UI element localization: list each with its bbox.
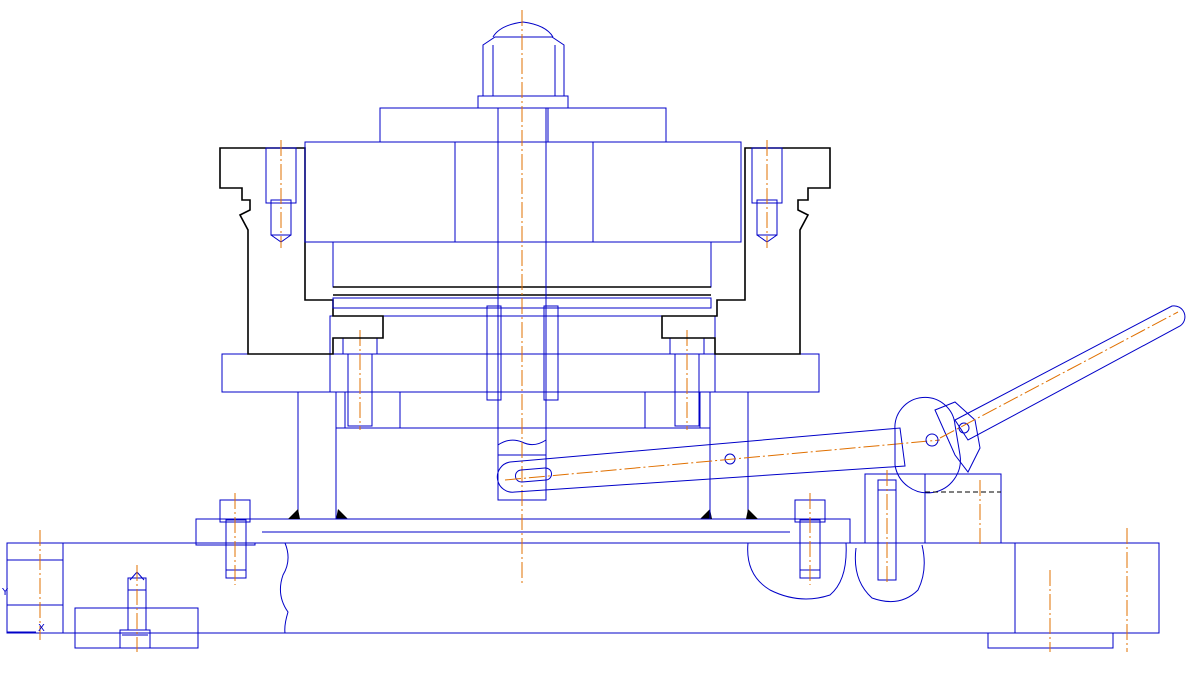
left-support-column [288,391,348,520]
lower-flange-plate [195,518,851,546]
lower-left-bolt [219,493,251,585]
top-cover-right [547,107,667,143]
top-nut [477,21,569,109]
left-end-block [6,542,64,634]
bottom-left-screw [129,565,145,652]
piston-block [304,141,742,309]
lever-link [496,427,941,493]
base-plate [62,542,1160,649]
right-stop-block [864,470,1002,585]
x-axis-label: X [38,623,45,634]
middle-left-bolt [342,330,378,430]
support-cavity [335,427,711,520]
central-rod [497,10,547,585]
upper-left-screw [265,140,297,248]
top-cover-left [379,107,549,143]
y-axis-label: Y [1,587,9,598]
upper-right-screw [751,140,783,248]
pivot-head [894,396,981,494]
lower-right-bolt [794,493,826,585]
middle-right-bolt [669,330,705,430]
hand-lever [939,305,1186,441]
right-support-column [700,391,758,520]
housing-body [219,147,831,355]
right-inner-rib [644,391,701,429]
coordinate-indicator: X Y [1,587,45,634]
guide-bushing [486,305,559,401]
